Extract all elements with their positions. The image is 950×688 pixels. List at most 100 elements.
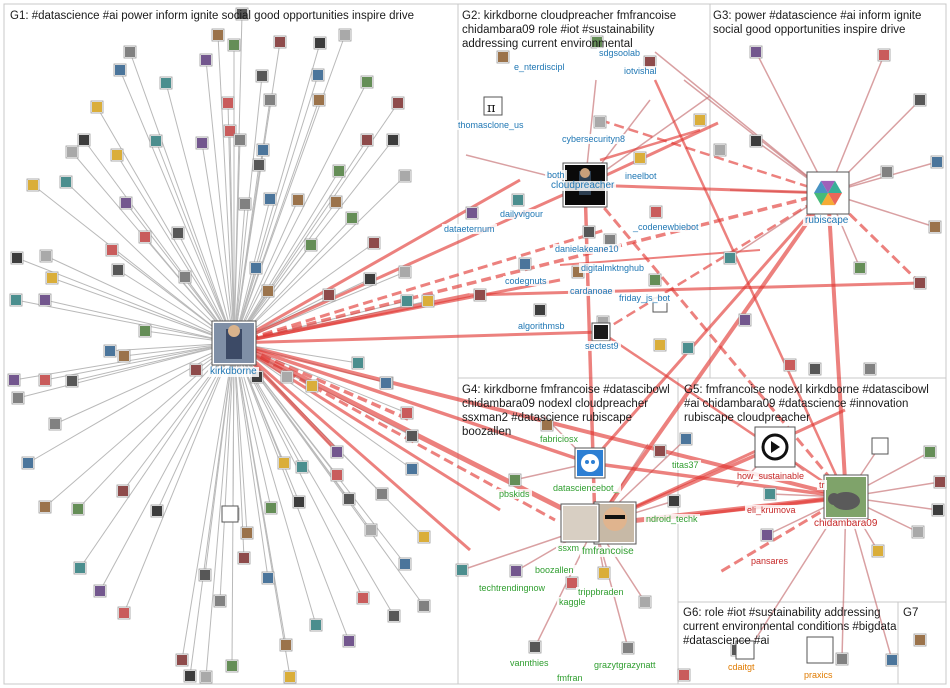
node-avatar-43 [39, 249, 53, 263]
node-rubiscape [806, 171, 850, 215]
edge-mid-4 [755, 51, 829, 194]
node-label-cardanoae: cardanoae [568, 286, 615, 296]
node-label-e_nterdiscipl: e_nterdiscipl [512, 62, 567, 72]
node-avatar-143 [783, 358, 797, 372]
node-avatar-90 [292, 495, 306, 509]
node-avatar-33 [59, 175, 73, 189]
node-avatar-68 [305, 379, 319, 393]
node-avatar-145 [863, 362, 877, 376]
node-avatar-110 [398, 557, 412, 571]
node-avatar-116 [633, 151, 647, 165]
node-avatar-44 [45, 271, 59, 285]
edge-g1-22 [201, 142, 235, 344]
node-avatar-164 [871, 544, 885, 558]
node-avatar-88 [264, 501, 278, 515]
edge-mid-5 [827, 54, 885, 194]
group-label-g5: G5: fmfrancoise nodexl kirkdborne #datas… [684, 384, 929, 424]
node-label-titas37: titas37 [670, 460, 701, 470]
edge-g1-32 [32, 184, 235, 344]
node-avatar-6 [313, 36, 327, 50]
edge-g1-59 [44, 342, 235, 381]
edge-g1-7 [233, 34, 346, 344]
node-avatar-96 [198, 568, 212, 582]
node-avatar-41 [367, 236, 381, 250]
edge-g1-106 [233, 342, 350, 642]
edge-g1-97 [219, 342, 235, 602]
node-label-digitalmktnghub: digitalmktnghub [579, 263, 647, 273]
node-avatar-75 [38, 500, 52, 514]
edge-g1-9 [165, 82, 235, 344]
node-avatar-142 [738, 313, 752, 327]
node-avatar-115 [593, 115, 607, 129]
node-avatar-82 [330, 445, 344, 459]
edge-g1-43 [45, 255, 235, 344]
node-avatar-98 [261, 571, 275, 585]
node-avatar-7 [338, 28, 352, 42]
group-label-g7: G7 [903, 607, 919, 619]
node-avatar-104 [283, 670, 297, 684]
node-label-sectest9: sectest9 [583, 341, 621, 351]
node-avatar-147 [540, 418, 554, 432]
node-avatar-157 [621, 641, 635, 655]
edge-heavy-11 [233, 341, 471, 552]
node-avatar-94 [93, 584, 107, 598]
node-avatar-45 [9, 293, 23, 307]
edge-mid-24 [534, 524, 596, 648]
node-avatar-165 [763, 487, 777, 501]
node-label-algorithmsb: algorithmsb [516, 321, 567, 331]
node-label-danielakeane10: danielakeane10 [553, 244, 621, 254]
node-avatar-30 [386, 133, 400, 147]
rubiscape-logo-segment-2 [814, 193, 828, 206]
node-label-fabriciosx: fabriciosx [538, 434, 581, 444]
edge-heavy-6 [233, 178, 521, 345]
edge-g1-10 [205, 59, 235, 344]
node-avatar-1 [123, 45, 137, 59]
node-avatar-56 [421, 294, 435, 308]
node-avatar-120 [582, 225, 596, 239]
node-label-fmfrancoise: fmfrancoise [580, 546, 636, 557]
node-label-eli_krumova: eli_krumova [745, 505, 798, 515]
edge-g1-26 [233, 149, 264, 344]
node-avatar-101 [175, 653, 189, 667]
edge-g1-86 [233, 342, 413, 470]
node-avatar-54 [363, 272, 377, 286]
edge-g1-94 [99, 342, 235, 592]
node-label-grazytgrazynatt: grazytgrazynatt [592, 660, 658, 670]
node-avatar-160 [923, 445, 937, 459]
node-how-sustainable [754, 426, 796, 468]
edge-g1-33 [65, 181, 235, 344]
node-avatar-156 [528, 640, 542, 654]
node-avatar-12 [255, 69, 269, 83]
edge-g1-93 [79, 342, 235, 569]
node-avatar-136 [853, 261, 867, 275]
edge-heavy-5 [233, 228, 606, 345]
node-avatar-52 [304, 238, 318, 252]
node-label-praxics: praxics [802, 670, 835, 680]
edge-heavy-14 [233, 330, 602, 345]
node-avatar-37 [238, 197, 252, 211]
node-avatar-24 [252, 158, 266, 172]
node-avatar-134 [930, 155, 944, 169]
node-avatar-140 [653, 338, 667, 352]
node-avatar-119 [649, 205, 663, 219]
node-cdaitgt [735, 640, 755, 660]
node-avatar-163 [911, 525, 925, 539]
node-avatar-149 [653, 444, 667, 458]
node-label-pbskids: pbskids [497, 489, 532, 499]
node-avatar-14 [311, 68, 325, 82]
edge-g1-75 [44, 342, 235, 508]
node-avatar-80 [277, 456, 291, 470]
rubiscape-logo-segment-4 [821, 180, 835, 193]
node-avatar-128 [693, 113, 707, 127]
node-avatar-29 [360, 133, 374, 147]
rubiscape-logo-segment-5 [828, 180, 842, 193]
node-avatar-47 [105, 243, 119, 257]
node-avatar-132 [913, 93, 927, 107]
node-avatar-107 [356, 591, 370, 605]
edge-heavy-20 [826, 192, 848, 498]
node-avatar-35 [138, 230, 152, 244]
node-avatar-3 [211, 28, 225, 42]
edge-g1-61 [17, 342, 235, 399]
edge-g1-3 [217, 34, 235, 344]
